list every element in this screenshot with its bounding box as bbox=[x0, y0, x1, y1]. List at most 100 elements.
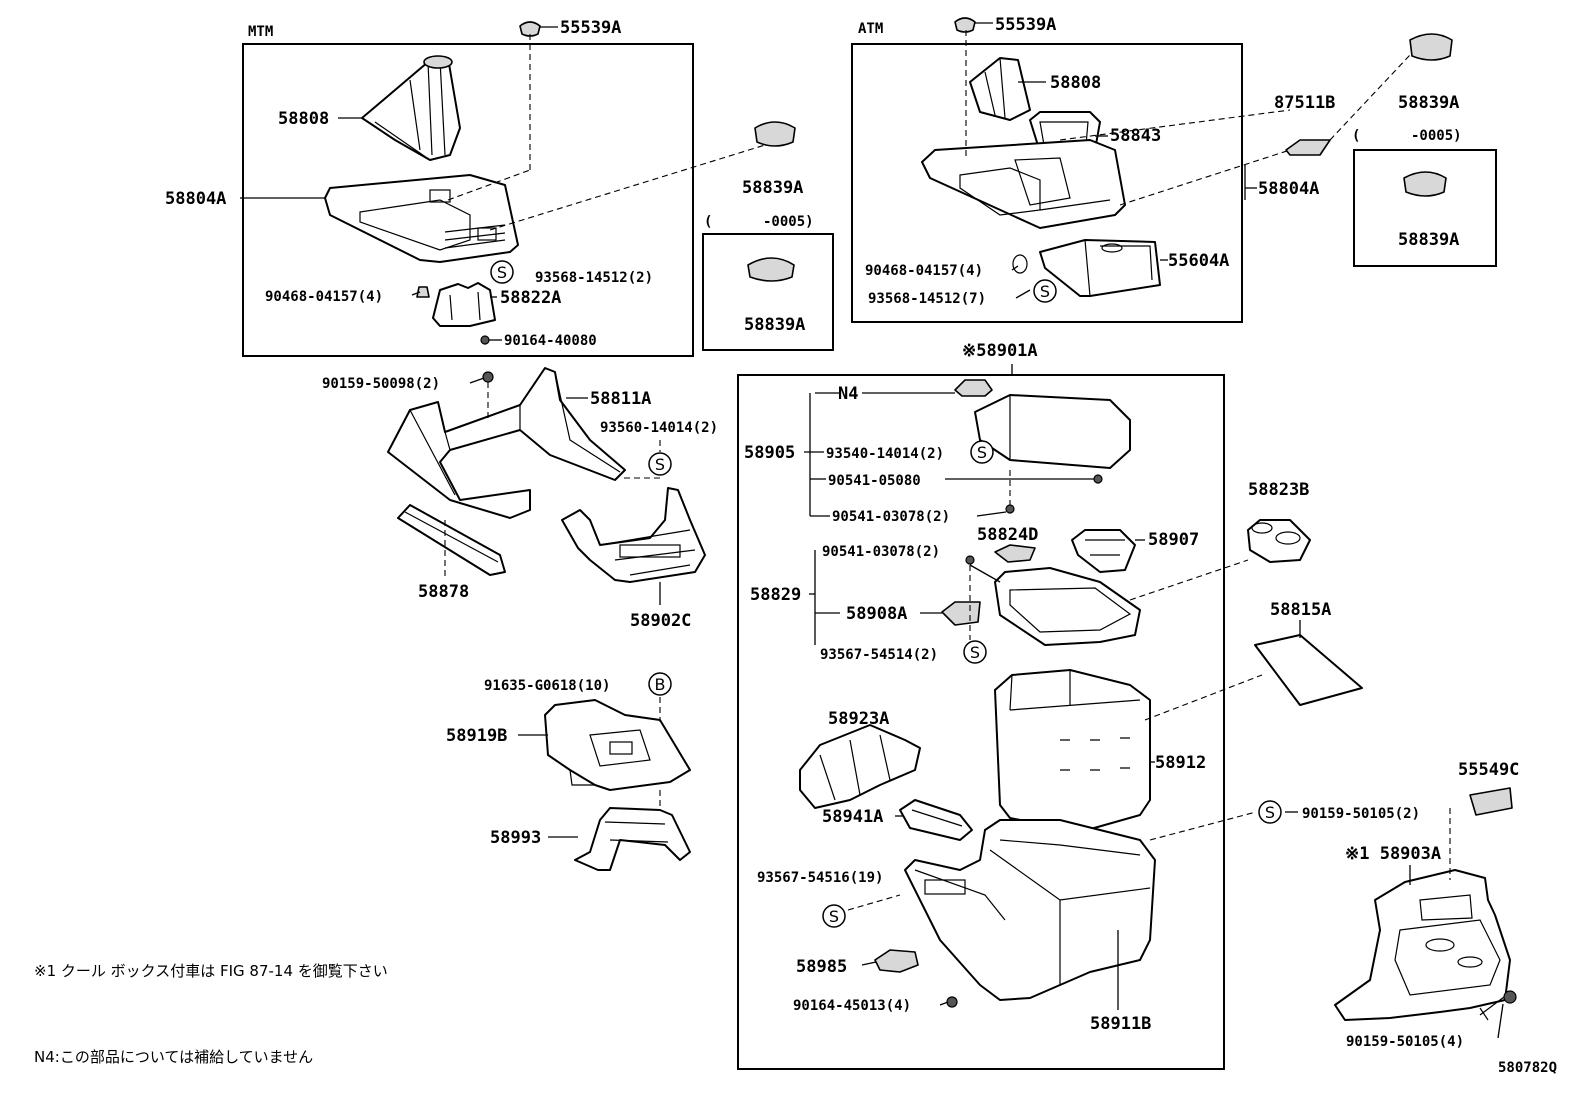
label-58902C: 58902C bbox=[630, 611, 691, 631]
figure-code: 580782Q bbox=[1498, 1060, 1557, 1076]
label-58923A: 58923A bbox=[828, 709, 889, 729]
label-55539A-atm: 55539A bbox=[995, 15, 1056, 35]
label-58985: 58985 bbox=[796, 957, 847, 977]
label-90468-atm: 90468-04157(4) bbox=[865, 263, 983, 279]
screw-90164-45013 bbox=[946, 996, 958, 1008]
label-93567-54514: 93567-54514(2) bbox=[820, 647, 938, 663]
label-93567-54516: 93567-54516(19) bbox=[757, 870, 883, 886]
screw-90541-03078-a bbox=[1005, 504, 1015, 514]
label-58804A-atm: 58804A bbox=[1258, 179, 1319, 199]
screw-90159-50098 bbox=[482, 371, 494, 383]
mat-58815A bbox=[1254, 634, 1363, 706]
hinge-58907 bbox=[1071, 529, 1136, 573]
label-atm: ATM bbox=[858, 21, 883, 37]
svg-text:S: S bbox=[655, 455, 665, 474]
cap-58839A-right-box bbox=[1403, 171, 1447, 197]
note-n4: N4:この部品については補給していません bbox=[34, 1048, 313, 1066]
s-symbol-93560: S bbox=[648, 452, 672, 476]
label-58808-mtm: 58808 bbox=[278, 109, 329, 129]
box-58912 bbox=[994, 669, 1151, 833]
cover-58923A bbox=[799, 724, 921, 809]
lid-58905 bbox=[974, 394, 1131, 469]
note-cool-box: ※1 クール ボックス付車は FIG 87-14 を御覧下さい bbox=[34, 962, 388, 980]
atm-cap-55539A bbox=[954, 17, 976, 33]
sub-box-right bbox=[1353, 149, 1497, 267]
label-58824D: 58824D bbox=[977, 525, 1038, 545]
s-symbol-atm: S bbox=[1033, 279, 1057, 303]
label-0005-right: ( -0005) bbox=[1352, 128, 1462, 144]
label-90159-50098: 90159-50098(2) bbox=[322, 376, 440, 392]
clip-N4 bbox=[954, 379, 993, 397]
label-58839A-mid-box: 58839A bbox=[744, 315, 805, 335]
label-58993: 58993 bbox=[490, 828, 541, 848]
s-symbol-93540: S bbox=[970, 440, 994, 464]
label-58839A-mid: 58839A bbox=[742, 178, 803, 198]
cap-58839A-mid-box bbox=[747, 257, 795, 282]
label-mtm: MTM bbox=[248, 24, 273, 40]
cap-55549C bbox=[1469, 787, 1513, 816]
label-58843: 58843 bbox=[1110, 126, 1161, 146]
label-58903A: ※1 58903A bbox=[1345, 844, 1441, 864]
label-58804A-mtm: 58804A bbox=[165, 189, 226, 209]
strip-58878 bbox=[397, 504, 506, 576]
label-58878: 58878 bbox=[418, 582, 469, 602]
panel-58903A bbox=[1334, 869, 1511, 1021]
label-90159-50105-b: 90159-50105(4) bbox=[1346, 1034, 1464, 1050]
cap-58839A-right bbox=[1409, 33, 1453, 61]
atm-plate-87511B bbox=[1285, 139, 1331, 156]
label-58907: 58907 bbox=[1148, 530, 1199, 550]
label-90164-40080: 90164-40080 bbox=[504, 333, 597, 349]
svg-text:S: S bbox=[829, 907, 839, 926]
b-symbol-91635: B bbox=[648, 672, 672, 696]
tray-58829 bbox=[994, 567, 1141, 646]
mtm-upper-panel-58804A bbox=[324, 174, 519, 263]
sub-box-mid bbox=[702, 233, 834, 351]
mtm-cap-55539A bbox=[519, 21, 541, 37]
label-90159-50105-a: 90159-50105(2) bbox=[1302, 806, 1420, 822]
label-58829: 58829 bbox=[750, 585, 801, 605]
label-55549C: 55549C bbox=[1458, 760, 1519, 780]
atm-ashtray-55604A bbox=[1039, 239, 1161, 297]
screw-90541-03078-b bbox=[965, 555, 975, 565]
svg-text:S: S bbox=[970, 643, 980, 662]
atm-upper-panel-58804A bbox=[921, 139, 1126, 229]
s-symbol-mtm: S bbox=[490, 260, 514, 284]
label-58839A-right-box: 58839A bbox=[1398, 230, 1459, 250]
label-58919B: 58919B bbox=[446, 726, 507, 746]
label-58808-atm: 58808 bbox=[1050, 73, 1101, 93]
screw-90159-50105 bbox=[1479, 990, 1517, 1021]
console-box-frame bbox=[737, 374, 1225, 1070]
atm-clip-90468 bbox=[1012, 254, 1028, 274]
label-90541-03078-a: 90541-03078(2) bbox=[832, 509, 950, 525]
s-symbol-93567-54516: S bbox=[822, 904, 846, 928]
latch-58908A bbox=[941, 601, 981, 626]
bracket-58902C bbox=[561, 487, 706, 583]
label-58839A-right: 58839A bbox=[1398, 93, 1459, 113]
mtm-bracket-58822A bbox=[432, 282, 496, 327]
svg-text:S: S bbox=[977, 443, 987, 462]
label-0005-mid: ( -0005) bbox=[704, 214, 814, 230]
label-90541-03078-b: 90541-03078(2) bbox=[822, 544, 940, 560]
plate-58919B bbox=[544, 699, 691, 791]
bracket-58993 bbox=[574, 807, 691, 871]
label-93568-atm: 93568-14512(7) bbox=[868, 291, 986, 307]
label-58941A: 58941A bbox=[822, 807, 883, 827]
mtm-shift-boot-58808 bbox=[361, 55, 461, 161]
atm-frame bbox=[851, 43, 1243, 323]
label-58901A: ※58901A bbox=[962, 341, 1038, 361]
label-91635: 91635-G0618(10) bbox=[484, 678, 610, 694]
label-93560: 93560-14014(2) bbox=[600, 420, 718, 436]
label-58822A: 58822A bbox=[500, 288, 561, 308]
body-58911B bbox=[904, 819, 1156, 1001]
label-55604A: 55604A bbox=[1168, 251, 1229, 271]
svg-text:S: S bbox=[497, 263, 507, 282]
label-58911B: 58911B bbox=[1090, 1014, 1151, 1034]
mtm-frame bbox=[242, 43, 694, 357]
label-90468-mtm: 90468-04157(4) bbox=[265, 289, 383, 305]
label-58912: 58912 bbox=[1155, 753, 1206, 773]
pad-58824D bbox=[994, 544, 1036, 563]
cap-58839A-mid bbox=[754, 121, 796, 147]
label-58905: 58905 bbox=[744, 443, 795, 463]
svg-text:S: S bbox=[1265, 803, 1275, 822]
